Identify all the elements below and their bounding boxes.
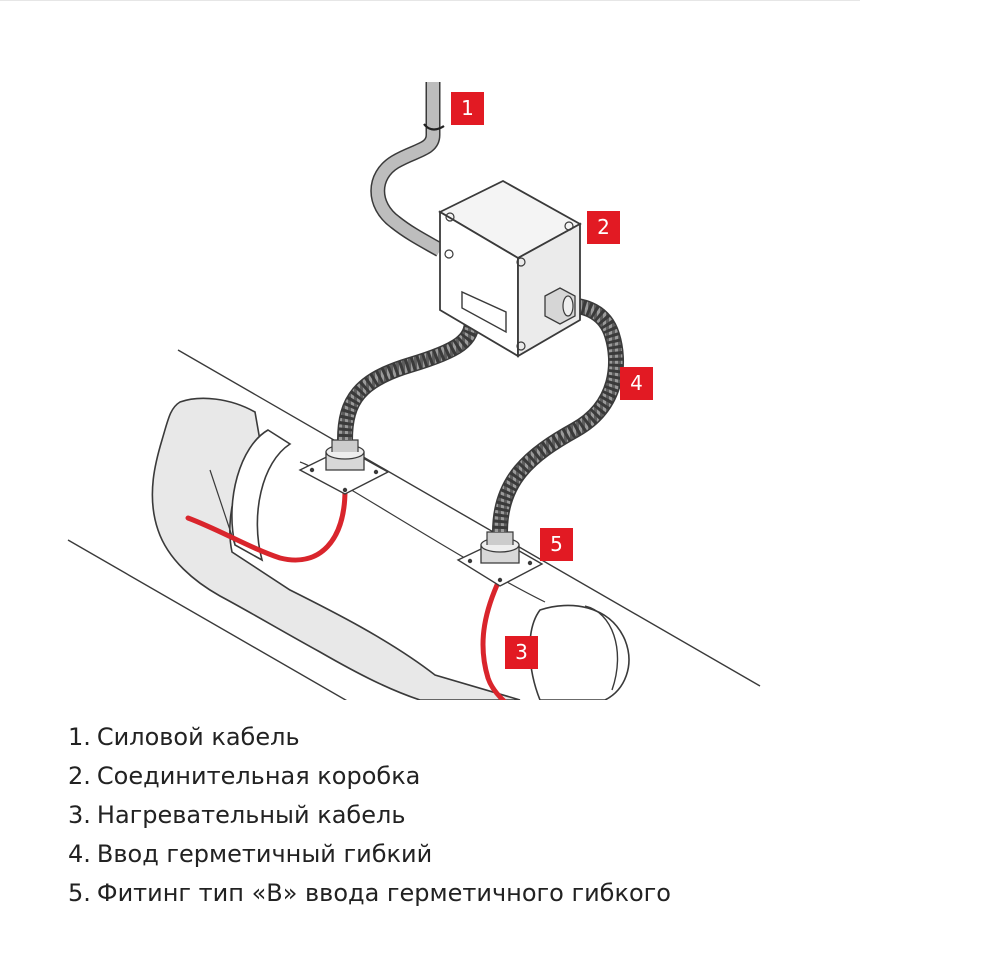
pipe-top-edge xyxy=(177,349,761,687)
legend-item: 1.Силовой кабель xyxy=(68,723,300,751)
legend-item: 2.Соединительная коробка xyxy=(68,762,421,790)
label-badge-3: 3 xyxy=(505,636,538,669)
legend-item: 4.Ввод герметичный гибкий xyxy=(68,840,433,868)
label-badge-2: 2 xyxy=(587,211,620,244)
fitting-right-gland xyxy=(480,531,520,564)
legend-list: 1.Силовой кабель 2.Соединительная коробк… xyxy=(68,718,671,913)
pipe-bottom-edge xyxy=(67,539,348,700)
installation-diagram xyxy=(67,82,761,700)
label-badge-5: 5 xyxy=(540,528,573,561)
legend-item: 5.Фитинг тип «В» ввода герметичного гибк… xyxy=(68,879,671,907)
pipe-end-left xyxy=(231,429,292,562)
label-badge-4: 4 xyxy=(620,367,653,400)
heating-cable-right xyxy=(480,582,507,700)
fitting-left-gland xyxy=(325,439,365,471)
heating-cable-left xyxy=(185,487,348,563)
junction-box xyxy=(438,179,582,358)
legend-item: 3.Нагревательный кабель xyxy=(68,801,406,829)
label-badge-1: 1 xyxy=(451,92,484,125)
top-divider xyxy=(0,0,860,1)
